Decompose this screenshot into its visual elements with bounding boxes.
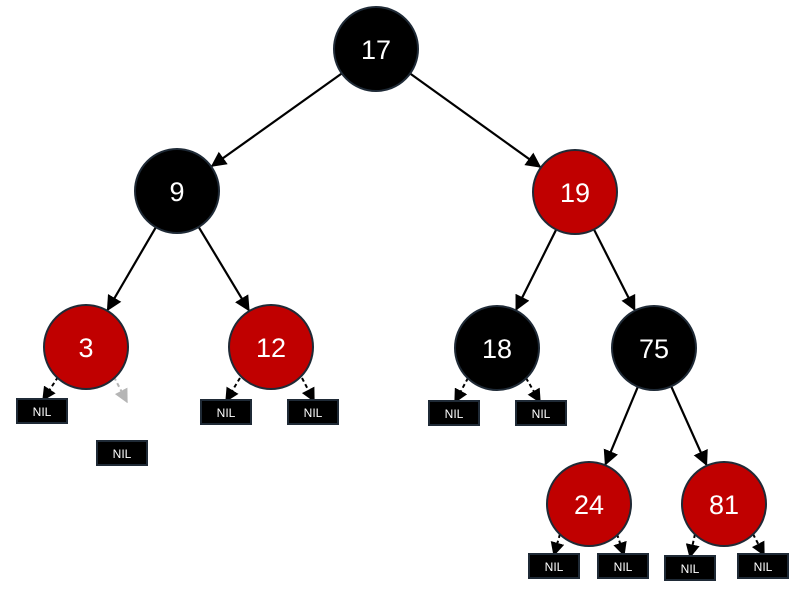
red-node-circle [43,304,129,390]
tree-node-12: 12 [228,304,314,390]
nil-label: NIL [33,405,52,419]
node-value-label: 17 [361,35,391,65]
nil-box [16,398,68,424]
nil-label: NIL [445,407,464,421]
black-node-circle [454,305,540,391]
tree-node-17: 17 [333,6,419,92]
nil-label: NIL [304,406,323,420]
nil-edge-nil-3-right-detached [113,376,128,404]
node-value-label: 19 [560,178,590,208]
node-value-label: 9 [169,177,184,207]
nil-box [200,399,252,425]
nil-leaf-nil-3-right-detached: NIL [96,440,148,466]
black-node-circle [611,305,697,391]
nil-edge-nil-18-left [454,377,469,404]
node-layer: 17 9 19 3 12 18 75 24 81 [43,6,767,547]
node-value-label: 18 [482,334,512,364]
nil-label: NIL [545,560,564,574]
nil-edge-nil-24-right [613,533,627,557]
black-node-circle [333,6,419,92]
edge-n9-n3 [106,224,158,312]
nil-leaf-nil-12-left: NIL [200,399,252,425]
nil-leaf-nil-18-right: NIL [515,400,567,426]
nil-label: NIL [614,560,633,574]
nil-box [597,553,649,579]
nil-leaf-nil-81-left: NIL [664,555,716,581]
nil-edge-layer [42,376,765,559]
nil-edge-nil-12-right [301,377,315,403]
nil-label: NIL [681,562,700,576]
nil-box [428,400,480,426]
nil-box [737,553,789,579]
nil-edge-nil-3-left [42,376,59,402]
nil-label: NIL [532,407,551,421]
nil-edge-nil-81-right [751,533,765,557]
tree-node-24: 24 [546,461,632,547]
edge-n9-n12 [196,224,250,312]
node-value-label: 3 [78,333,93,363]
edge-n19-n75 [592,227,636,312]
red-node-circle [681,461,767,547]
node-value-label: 75 [639,334,669,364]
nil-label: NIL [754,560,773,574]
node-value-label: 81 [709,490,739,520]
red-node-circle [228,304,314,390]
nil-leaf-nil-12-right: NIL [287,399,339,425]
nil-box [96,440,148,466]
nil-leaf-nil-24-right: NIL [597,553,649,579]
tree-node-18: 18 [454,305,540,391]
nil-label: NIL [217,406,236,420]
tree-node-19: 19 [532,149,618,235]
tree-node-75: 75 [611,305,697,391]
nil-label: NIL [113,447,132,461]
nil-leaf-nil-18-left: NIL [428,400,480,426]
nil-leaf-nil-3-left: NIL [16,398,68,424]
nil-edge-nil-18-right [525,377,541,404]
edge-n75-n24 [603,384,640,466]
nil-box [515,400,567,426]
edge-n17-n9 [210,71,345,167]
node-value-label: 12 [256,333,286,363]
edge-n17-n19 [407,71,542,168]
nil-box [287,399,339,425]
edge-n75-n81 [669,384,708,467]
tree-node-81: 81 [681,461,767,547]
edge-layer [106,71,708,467]
nil-leaf-nil-81-right: NIL [737,553,789,579]
node-value-label: 24 [574,490,604,520]
nil-edge-nil-12-left [225,377,241,403]
edge-n19-n18 [515,227,559,311]
nil-edge-nil-24-left [550,533,565,557]
nil-edge-nil-81-left [685,533,700,559]
tree-node-3: 3 [43,304,129,390]
tree-node-9: 9 [134,148,220,234]
nil-leaf-nil-24-left: NIL [528,553,580,579]
nil-layer: NIL NIL NIL NIL NIL NIL NIL NIL NIL NIL [16,398,789,581]
nil-box [528,553,580,579]
red-node-circle [532,149,618,235]
red-node-circle [546,461,632,547]
black-node-circle [134,148,220,234]
nil-box [664,555,716,581]
